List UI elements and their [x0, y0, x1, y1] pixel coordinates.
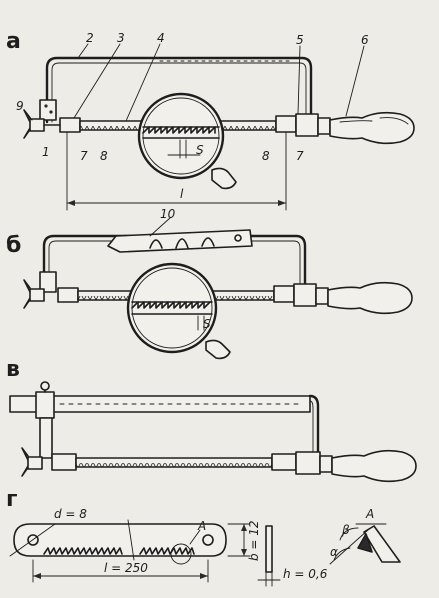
label-2: 2: [86, 31, 94, 45]
dim-s-a: S: [196, 143, 204, 157]
label-1: 1: [42, 145, 50, 159]
section-label-a: а: [6, 29, 21, 54]
dim-d: d = 8: [54, 507, 87, 521]
sliding-clamp-v: [35, 391, 55, 419]
detail-circle-a: [170, 543, 192, 565]
left-holder-a: [59, 117, 81, 133]
section-g: г A d = 8 l = 250 b = 12 h = 0,6 A: [6, 487, 401, 587]
label-4: 4: [157, 31, 165, 45]
handle-a: [329, 111, 415, 145]
handle-b: [327, 281, 413, 315]
magnifier-b: [126, 262, 218, 354]
section-a: а S: [6, 29, 415, 211]
label-alpha: α: [330, 545, 338, 559]
dim-h: h = 0,6: [283, 567, 328, 581]
dim-l250: l = 250: [104, 561, 148, 575]
label-8-left: 8: [100, 149, 108, 163]
label-beta: β: [341, 523, 350, 537]
frame-a: [45, 56, 313, 124]
handle-v: [331, 449, 417, 483]
section-label-g: г: [6, 487, 18, 512]
label-7-right: 7: [296, 149, 304, 163]
section-v: в: [6, 357, 417, 483]
label-5: 5: [296, 33, 304, 47]
label-a-detail: A: [197, 519, 206, 533]
label-8-right: 8: [262, 149, 270, 163]
section-b: б 10 S: [6, 207, 413, 360]
label-6: 6: [361, 33, 369, 47]
label-10: 10: [160, 207, 176, 221]
dim-s-b: S: [203, 317, 211, 331]
left-clamp-a: [39, 99, 57, 121]
magnifier-a: [137, 92, 225, 180]
blade-thickness-g: [265, 525, 273, 573]
tooth-detail-a: A β α: [329, 507, 401, 565]
dim-b12: b = 12: [247, 520, 261, 561]
dim-l: l: [180, 187, 184, 201]
section-label-v: в: [6, 357, 20, 382]
right-holder-a: [275, 115, 297, 133]
label-7-left: 7: [80, 149, 88, 163]
label-9: 9: [16, 99, 24, 113]
label-3: 3: [117, 31, 125, 45]
label-a-tooth: A: [365, 507, 374, 521]
section-label-b: б: [6, 233, 21, 258]
